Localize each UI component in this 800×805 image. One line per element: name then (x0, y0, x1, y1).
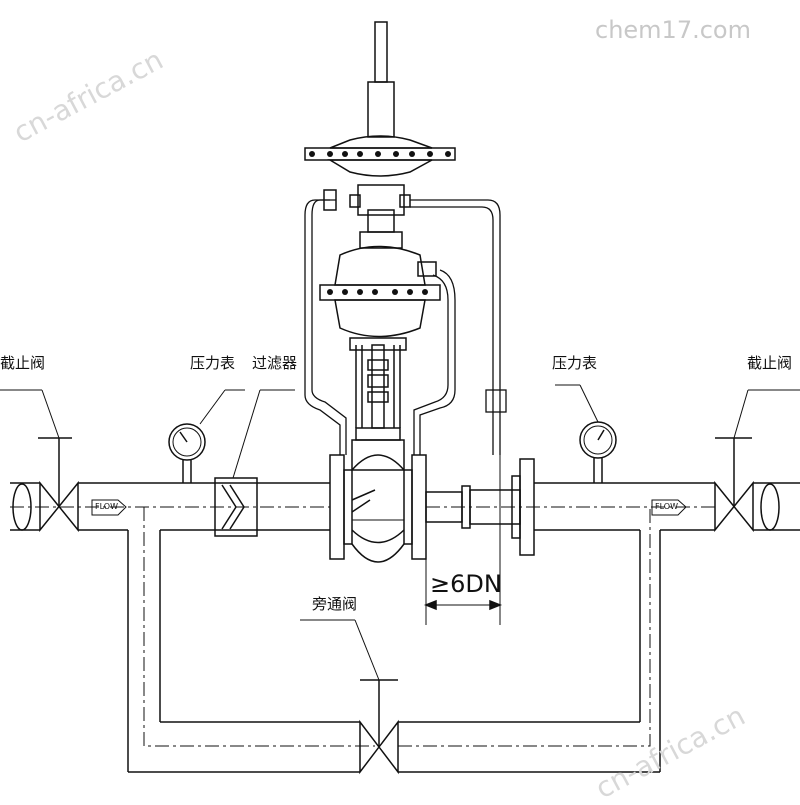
dimension-label: ≥6DN (430, 570, 502, 598)
stop-valve-right-symbol (714, 389, 800, 533)
flow-arrow-left (91, 499, 127, 516)
filter-symbol (214, 389, 295, 537)
control-valve-body (329, 337, 427, 563)
bypass-loop (127, 507, 661, 773)
stop-valve-left-symbol (0, 389, 79, 533)
main-pipe-left (10, 482, 330, 531)
downstream-pipe (423, 455, 715, 625)
impulse-lines (304, 199, 507, 455)
actuator-diaphragm (319, 209, 441, 338)
pressure-gauge-left-label: 压力表 (190, 354, 236, 372)
flow-arrow-right (651, 499, 687, 516)
pressure-gauge-right-label: 压力表 (552, 354, 598, 372)
bypass-valve-symbol (300, 619, 399, 775)
stop-valve-right-label: 截止阀 (747, 354, 793, 372)
stop-valve-left-label: 截止阀 (0, 354, 46, 372)
command-regulator (304, 21, 456, 216)
watermark-top-right: chem17.com (595, 16, 751, 44)
flow-label-left: FLOW (95, 502, 118, 511)
filter-label: 过滤器 (252, 354, 298, 372)
flow-label-right: FLOW (655, 502, 678, 511)
pressure-gauge-left-symbol (168, 389, 245, 483)
bypass-valve-label: 旁通阀 (312, 595, 358, 613)
pressure-gauge-right-symbol (555, 384, 617, 483)
